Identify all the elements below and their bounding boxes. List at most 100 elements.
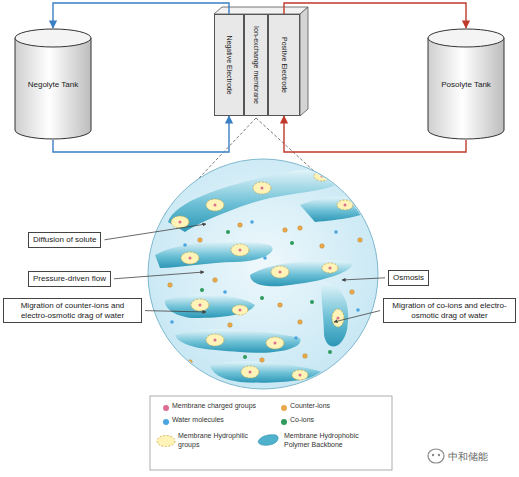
counter-ion <box>298 320 303 325</box>
charged-group <box>239 249 242 252</box>
counter-ion <box>168 283 173 288</box>
ions-and-groups <box>168 171 363 394</box>
co-ion <box>243 355 247 359</box>
legend-swatch <box>163 405 169 411</box>
charged-group <box>199 304 202 307</box>
co-ion <box>260 296 264 300</box>
hydrophilic-group <box>191 299 209 311</box>
counter-ion <box>298 226 303 231</box>
leader-line <box>342 278 385 280</box>
charged-group <box>249 371 252 374</box>
legend-text: Membrane Hydrophilic groups <box>178 432 256 450</box>
water-molecule <box>263 256 267 260</box>
pipe-connector <box>284 3 466 28</box>
leader-line <box>145 311 206 312</box>
hydrophilic-symbol <box>157 436 175 447</box>
charged-group <box>279 271 282 274</box>
legend-text: Membrane Hydrophobic Polymer Backbone <box>284 432 384 450</box>
water-molecule <box>356 308 360 312</box>
tank-label: Posolyte Tank <box>441 80 491 89</box>
counter-ion <box>238 223 243 228</box>
hydrophilic-group <box>241 366 259 378</box>
cell-top-face <box>214 7 308 14</box>
backbone-blob <box>210 361 322 382</box>
co-ion <box>200 288 204 292</box>
hydrophilic-group <box>171 216 189 228</box>
watermark: 中和储能 <box>448 450 488 464</box>
co-ion <box>328 350 332 354</box>
tank-body <box>428 38 504 139</box>
water-molecule <box>250 220 254 224</box>
counter-ion <box>283 228 288 233</box>
charged-group <box>274 342 277 345</box>
tank-lid <box>428 29 504 47</box>
membrane-panel: Ion-exchange membrane <box>244 14 268 116</box>
water-molecule <box>334 230 338 234</box>
watermark-icon <box>428 449 444 463</box>
callout-text: Osmosis <box>393 273 424 283</box>
polymer-backbone <box>155 169 378 394</box>
panel-label: Ion-exchange membrane <box>253 26 260 104</box>
counter-ion <box>358 238 363 243</box>
charged-group <box>299 374 302 377</box>
callout-box: Migration of counter-ions and electro-os… <box>3 298 142 323</box>
water-molecule <box>170 320 174 324</box>
counter-ion <box>303 354 308 359</box>
legend-text: Membrane charged groups <box>172 402 277 411</box>
charged-group <box>337 317 340 320</box>
water-molecule <box>208 383 212 387</box>
hydrophilic-group <box>322 263 338 273</box>
backbone-blob <box>175 329 300 352</box>
backbone-blob <box>250 261 352 287</box>
charged-group <box>214 204 217 207</box>
backbone-blob <box>300 197 378 222</box>
electrode-panel: Positive Electrode <box>268 14 300 116</box>
charged-group <box>321 175 324 178</box>
co-ion <box>310 300 314 304</box>
callout-text: Pressure-driven flow <box>33 274 106 284</box>
counter-ion <box>188 360 193 365</box>
counter-ion <box>198 238 203 243</box>
legend-text: Water molecules <box>172 416 277 425</box>
callout-box: Diffusion of solute <box>28 232 101 248</box>
counter-ion <box>278 303 283 308</box>
charged-group <box>214 339 217 342</box>
legend-swatch <box>281 419 287 425</box>
callout-box: Migration of co-ions and electro-osmotic… <box>383 298 516 323</box>
hydrophilic-group <box>206 334 224 346</box>
callout-text: Migration of co-ions and electro-osmotic… <box>388 301 511 320</box>
tank-label: Negolyte Tank <box>28 80 79 89</box>
charged-group <box>189 257 192 260</box>
water-molecule <box>183 243 187 247</box>
hydrophilic-group <box>266 337 284 349</box>
charged-group <box>261 187 264 190</box>
counter-ion <box>260 358 265 363</box>
leader-line <box>114 272 204 279</box>
panel-label: Positive Electrode <box>281 37 288 93</box>
water-molecule <box>223 290 227 294</box>
panel-label: Negative Electrode <box>226 35 233 94</box>
legend-swatch <box>163 419 169 425</box>
legend-text: Counter-ions <box>290 402 385 411</box>
hydrophilic-group <box>231 244 249 256</box>
hydrophilic-group <box>332 309 344 327</box>
backbone-blob <box>321 282 348 346</box>
backbone-blob <box>155 241 273 268</box>
legend-symbol <box>156 434 180 448</box>
water-molecule <box>294 336 298 340</box>
tank-body <box>15 38 91 139</box>
tank-lid <box>15 29 91 47</box>
callout-text: Diffusion of solute <box>33 235 96 245</box>
charged-group <box>344 204 347 207</box>
legend-swatch <box>281 405 287 411</box>
hydrophilic-group <box>292 370 308 380</box>
counter-ion <box>320 244 325 249</box>
backbone-symbol <box>258 435 278 446</box>
backbone-blob <box>165 295 255 318</box>
leader-line <box>334 311 380 322</box>
legend-text: Co-ions <box>290 416 385 425</box>
electrolyte-tank: Negolyte Tank <box>14 28 92 140</box>
legend-frame <box>150 396 392 470</box>
cell-side-face <box>300 7 308 116</box>
